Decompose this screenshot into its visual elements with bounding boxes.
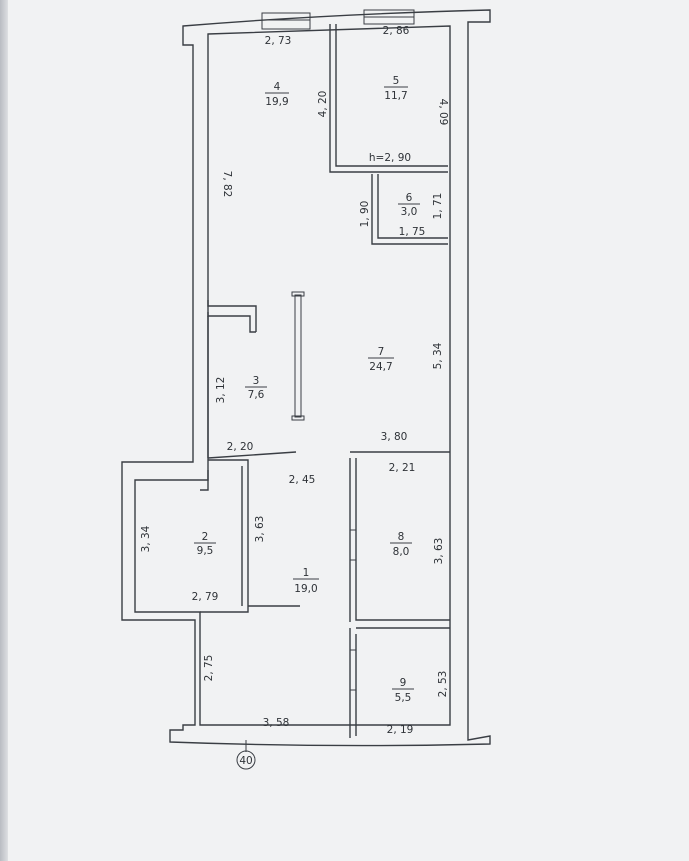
dimension-label: 1, 71 [432,193,444,220]
dimension-label: 3, 12 [215,377,227,404]
room-number: 4 [274,81,281,93]
room-area: 19,9 [265,96,288,108]
dimension-label: h=2, 90 [369,152,411,164]
room-number: 9 [400,677,407,689]
room-9-label: 9 5,5 [392,677,414,704]
dimension-label: 4, 20 [317,91,329,118]
dimension-label: 3, 58 [263,717,290,729]
axis-marker: 40 [236,740,256,770]
room-number: 2 [202,531,209,543]
dimension-label: 3, 80 [381,431,408,443]
dimension-label: 2, 75 [203,655,215,682]
paper-sheet [8,0,689,861]
dimension-label: 2, 20 [227,441,254,453]
room-number: 8 [398,531,405,543]
room-area: 5,5 [395,692,412,704]
dimension-label: 3, 63 [433,538,445,565]
room-area: 24,7 [369,361,392,373]
dimension-labels: 2, 73 2, 86 h=2, 90 1, 75 2, 20 3, 80 2,… [140,25,449,736]
room-3-label: 3 7,6 [245,375,267,401]
dimension-label: 2, 73 [265,35,292,47]
dimension-label: 3, 34 [140,525,152,552]
room-2-label: 2 9,5 [194,531,216,557]
dimension-label: 2, 53 [437,671,449,698]
dimension-label: 4, 09 [437,99,449,126]
room-area: 7,6 [248,389,265,401]
windows [261,9,415,30]
room-number: 7 [378,346,385,358]
room-area: 19,0 [294,583,317,595]
room-6-label: 6 3,0 [398,192,420,218]
interior-walls [200,24,450,738]
room-4-label: 4 19,9 [265,81,289,108]
dimension-label: 2, 79 [192,591,219,603]
room-area: 3,0 [401,206,418,218]
dimension-label: 2, 86 [383,25,410,37]
room-5-label: 5 11,7 [384,75,408,102]
dimension-label: 5, 34 [432,342,444,369]
room-8-label: 8 8,0 [390,531,412,558]
room-number: 1 [303,567,310,579]
room-number: 6 [406,192,413,204]
dimension-label: 7, 82 [221,171,233,198]
room-7-label: 7 24,7 [368,346,394,373]
room-area: 8,0 [393,546,410,558]
room-area: 11,7 [384,90,407,102]
dimension-label: 2, 21 [389,462,416,474]
dimension-label: 2, 45 [289,474,316,486]
room-area: 9,5 [197,545,214,557]
room-labels: 4 19,9 5 11,7 6 3,0 7 24,7 3 7,6 2 9,5 [194,75,420,704]
room-number: 5 [393,75,400,87]
dimension-label: 1, 75 [399,226,426,238]
dimension-label: 3, 63 [254,516,266,543]
axis-marker-label: 40 [239,755,252,767]
room-1-label: 1 19,0 [293,567,319,595]
dimension-label: 1, 90 [359,201,371,228]
room-number: 3 [253,375,260,387]
dimension-label: 2, 19 [387,724,414,736]
